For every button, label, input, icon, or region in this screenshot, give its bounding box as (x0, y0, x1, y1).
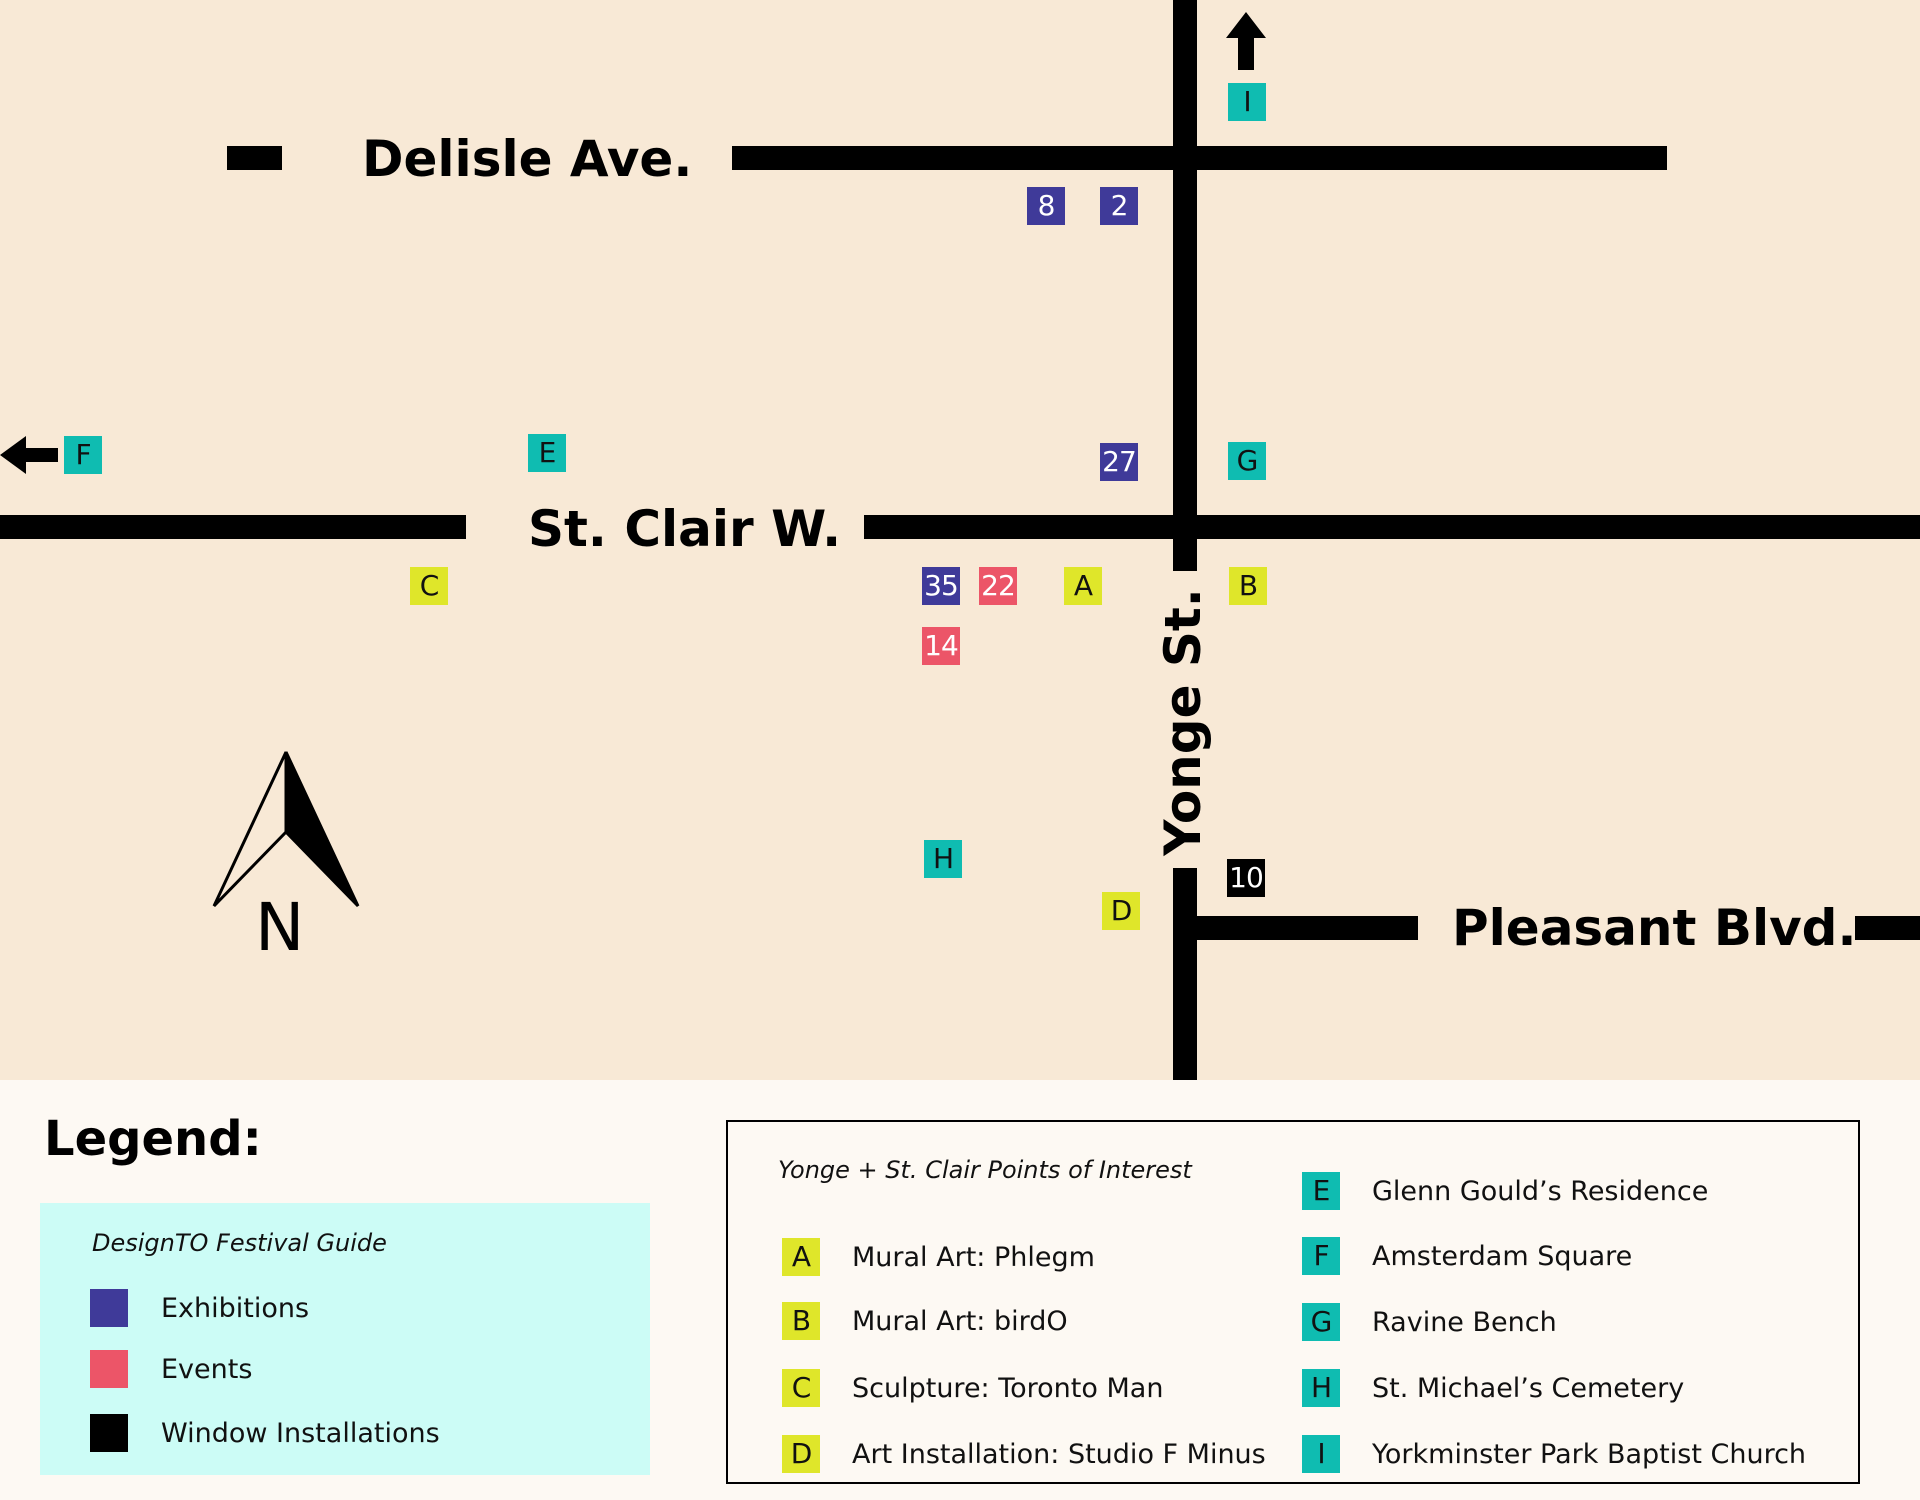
poi-key-d: D (782, 1435, 820, 1473)
swatch-exhibitions (90, 1289, 128, 1327)
poi-legend-box: Yonge + St. Clair Points of Interest A M… (726, 1120, 1860, 1484)
marker-exhibition-35[interactable]: 35 (922, 567, 960, 605)
poi-legend-row: F Amsterdam Square (1302, 1237, 1632, 1275)
legend-label-exhibitions: Exhibitions (161, 1293, 310, 1324)
road-delisle-west-stub (227, 146, 282, 170)
marker-event-14[interactable]: 14 (922, 627, 960, 665)
poi-label-e: Glenn Gould’s Residence (1372, 1175, 1709, 1207)
poi-key-a: A (782, 1238, 820, 1276)
poi-legend-row: I Yorkminster Park Baptist Church (1302, 1435, 1806, 1473)
poi-legend-row: B Mural Art: birdO (782, 1302, 1068, 1340)
marker-exhibition-8[interactable]: 8 (1027, 187, 1065, 225)
poi-label-b: Mural Art: birdO (852, 1305, 1068, 1337)
street-label-yonge: Yonge St. (1154, 588, 1212, 856)
marker-exhibition-27[interactable]: 27 (1100, 443, 1138, 481)
poi-label-i: Yorkminster Park Baptist Church (1372, 1438, 1807, 1470)
street-label-delisle: Delisle Ave. (362, 130, 693, 188)
road-st-clair-west (0, 515, 466, 539)
legend-title: Legend: (44, 1111, 262, 1167)
marker-poi-b[interactable]: B (1229, 567, 1267, 605)
poi-legend-row: H St. Michael’s Cemetery (1302, 1369, 1684, 1407)
poi-key-f: F (1302, 1237, 1340, 1275)
poi-legend-row: A Mural Art: Phlegm (782, 1238, 1095, 1276)
poi-legend-row: D Art Installation: Studio F Minus (782, 1435, 1266, 1473)
poi-legend-title: Yonge + St. Clair Points of Interest (778, 1156, 1192, 1184)
poi-label-f: Amsterdam Square (1372, 1240, 1633, 1272)
marker-event-22[interactable]: 22 (979, 567, 1017, 605)
poi-key-e: E (1302, 1172, 1340, 1210)
north-arrow-icon (212, 751, 360, 908)
street-label-st-clair: St. Clair W. (528, 500, 842, 558)
poi-legend-row: E Glenn Gould’s Residence (1302, 1172, 1708, 1210)
arrow-up-icon (1226, 12, 1266, 70)
swatch-events (90, 1350, 128, 1388)
marker-poi-h[interactable]: H (924, 840, 962, 878)
poi-legend-row: C Sculpture: Toronto Man (782, 1369, 1163, 1407)
marker-poi-i[interactable]: I (1228, 83, 1266, 121)
map-area: Delisle Ave. St. Clair W. Pleasant Blvd.… (0, 0, 1920, 1080)
road-pleasant-west (1185, 916, 1418, 940)
poi-label-a: Mural Art: Phlegm (852, 1241, 1095, 1273)
poi-label-h: St. Michael’s Cemetery (1372, 1372, 1685, 1404)
festival-legend-box: DesignTO Festival Guide Exhibitions Even… (40, 1203, 650, 1475)
road-st-clair-east (864, 515, 1920, 539)
marker-poi-f[interactable]: F (64, 436, 102, 474)
poi-legend-row: G Ravine Bench (1302, 1303, 1557, 1341)
road-yonge-south (1173, 868, 1197, 1080)
road-delisle-ave (732, 146, 1667, 170)
poi-label-c: Sculpture: Toronto Man (852, 1372, 1164, 1404)
poi-label-g: Ravine Bench (1372, 1306, 1557, 1338)
marker-poi-d[interactable]: D (1102, 892, 1140, 930)
poi-key-h: H (1302, 1369, 1340, 1407)
north-label: N (255, 889, 305, 966)
marker-poi-g[interactable]: G (1228, 442, 1266, 480)
poi-key-b: B (782, 1302, 820, 1340)
legend-label-events: Events (161, 1354, 253, 1385)
marker-poi-e[interactable]: E (528, 434, 566, 472)
festival-legend-title: DesignTO Festival Guide (92, 1229, 387, 1257)
arrow-left-icon (0, 436, 58, 474)
swatch-window-installations (90, 1414, 128, 1452)
poi-key-c: C (782, 1369, 820, 1407)
poi-key-g: G (1302, 1303, 1340, 1341)
marker-exhibition-2[interactable]: 2 (1100, 187, 1138, 225)
road-pleasant-east (1855, 916, 1920, 940)
road-yonge-north (1173, 0, 1197, 571)
legend-label-window-installations: Window Installations (161, 1418, 440, 1449)
poi-key-i: I (1302, 1435, 1340, 1473)
marker-poi-a[interactable]: A (1064, 567, 1102, 605)
marker-poi-c[interactable]: C (410, 567, 448, 605)
street-label-pleasant: Pleasant Blvd. (1452, 899, 1857, 957)
marker-window-10[interactable]: 10 (1227, 859, 1265, 897)
poi-label-d: Art Installation: Studio F Minus (852, 1438, 1266, 1470)
